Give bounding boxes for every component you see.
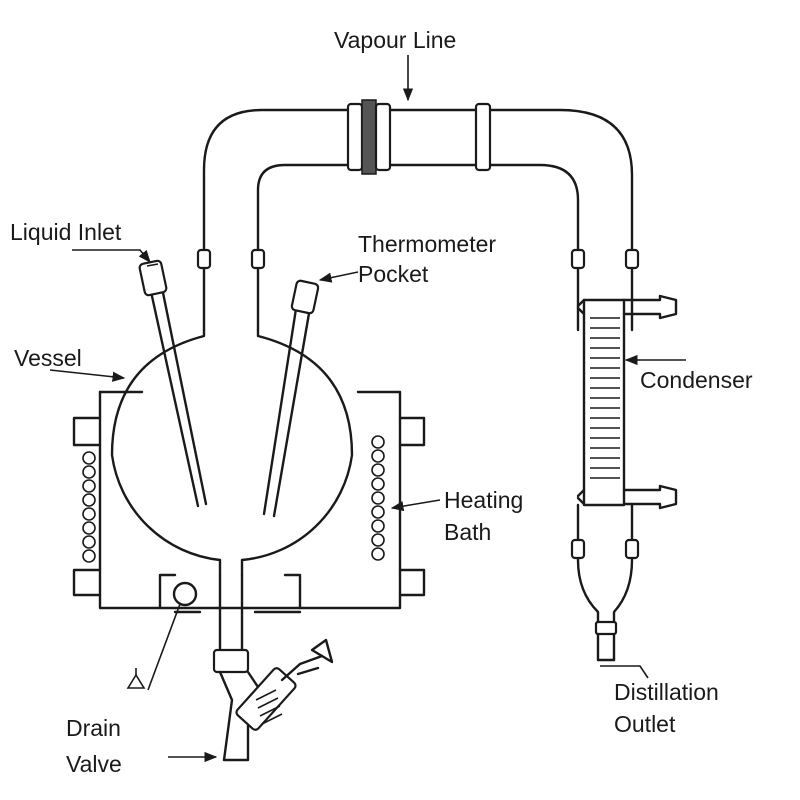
label-condenser: Condenser [640, 367, 753, 393]
heating-coil-left [82, 451, 96, 563]
label-thermometer-pocket-line1: Thermometer [358, 231, 496, 257]
label-distillation-outlet-line1: Distillation [614, 679, 719, 705]
heating-bath [72, 390, 426, 691]
label-drain-valve-line1: Drain [66, 715, 121, 741]
label-drain-valve-line2: Valve [66, 751, 122, 777]
label-distillation-outlet-line2: Outlet [614, 711, 676, 737]
label-heating-bath-line1: Heating [444, 487, 523, 513]
label-vessel: Vessel [14, 345, 82, 371]
liquid-inlet-tube [138, 259, 208, 508]
vapour-line-pipe [196, 99, 640, 332]
label-heating-bath-line2: Bath [444, 519, 491, 545]
thermometer-pocket-tube [262, 279, 320, 518]
condenser [570, 294, 678, 662]
label-vapour-line: Vapour Line [334, 27, 456, 53]
heating-coil-right [371, 435, 385, 561]
label-thermometer-pocket-line2: Pocket [358, 261, 429, 287]
annotation-arrows [49, 55, 686, 763]
label-liquid-inlet: Liquid Inlet [10, 219, 122, 245]
vessel-flask [110, 328, 354, 674]
drain-valve [218, 638, 334, 762]
